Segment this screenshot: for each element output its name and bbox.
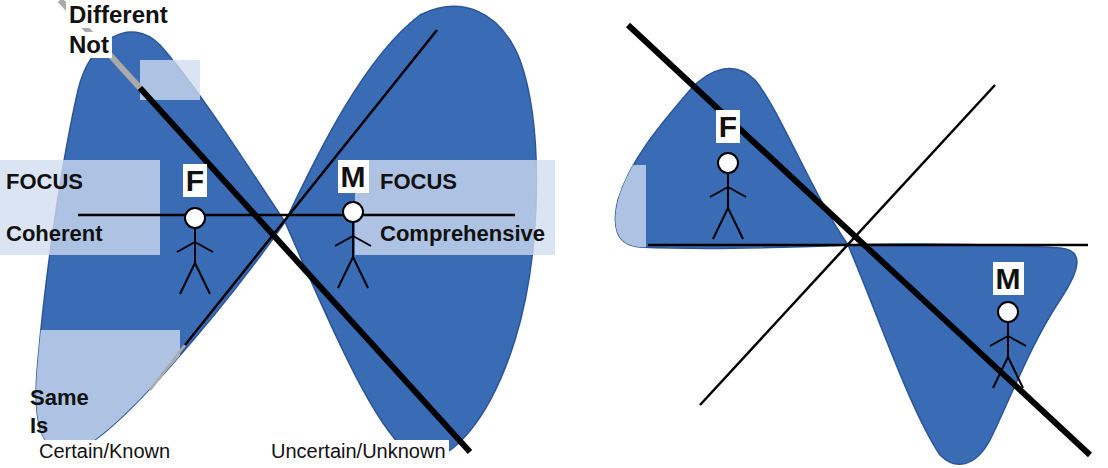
thin-diagonal-grey <box>150 345 185 390</box>
axis-label: Not <box>66 32 112 58</box>
stick-figure <box>177 208 213 294</box>
figure-label: M <box>338 160 369 193</box>
upper-lobe <box>615 69 848 249</box>
focus-label: FOCUS <box>6 170 83 194</box>
stick-figure <box>335 202 371 288</box>
figure-label: F <box>716 110 740 143</box>
focus-label: FOCUS <box>380 170 457 194</box>
axis-label: Different <box>66 2 171 28</box>
axis-caption: Uncertain/Unknown <box>268 440 449 462</box>
pale-patch <box>355 160 555 255</box>
pale-patch <box>608 165 646 250</box>
thick-diagonal <box>140 88 470 452</box>
stick-figure <box>710 153 746 239</box>
figure-label: F <box>183 164 207 197</box>
figure-label: M <box>993 262 1024 295</box>
axis-label: Is <box>30 414 48 438</box>
stick-figure <box>990 302 1026 388</box>
pale-patch <box>0 160 160 255</box>
horizontal-line <box>78 214 515 217</box>
lower-lobe <box>848 244 1077 464</box>
axis-label: Same <box>30 386 89 410</box>
focus-label: Coherent <box>6 222 103 246</box>
focus-label: Comprehensive <box>380 222 545 246</box>
axis-caption: Certain/Known <box>36 440 173 462</box>
pale-patch <box>25 330 180 465</box>
thick-diagonal <box>628 25 1090 455</box>
